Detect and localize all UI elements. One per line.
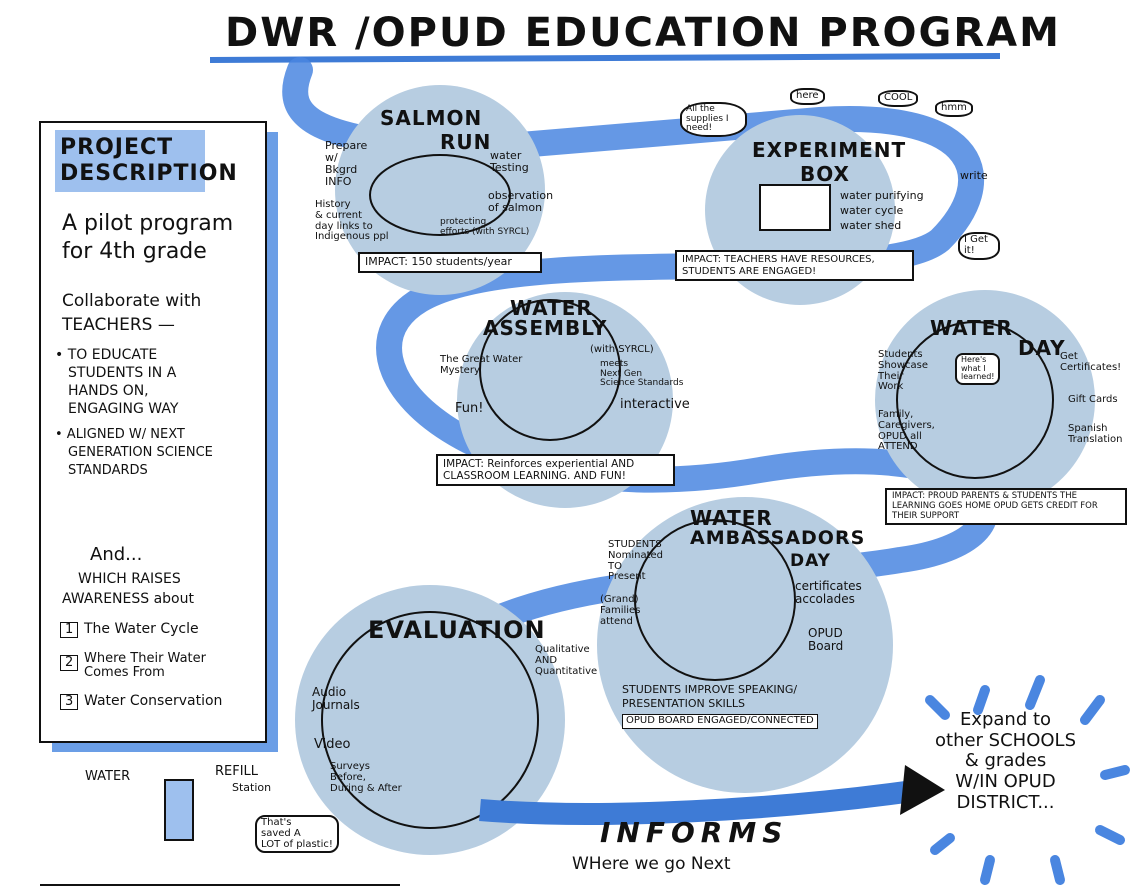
experiment-bubble-hmm: hmm	[935, 100, 973, 117]
project-bullet2-3: STANDARDS	[68, 463, 148, 478]
evaluation-title: EVALUATION	[368, 616, 546, 644]
project-item-3-num: 3	[60, 694, 79, 711]
project-bullet2-2: GENERATION SCIENCE	[68, 445, 213, 460]
project-item-1-num: 1	[60, 622, 79, 639]
waterday-gift: Gift Cards	[1068, 394, 1118, 405]
experiment-bubble-cool: COOL	[878, 90, 919, 107]
project-item-1: The Water Cycle	[84, 621, 199, 637]
title-underline	[209, 53, 1001, 63]
waterday-drawing	[896, 321, 1054, 479]
project-bullet2-1: • ALIGNED W/ NEXT	[55, 427, 185, 442]
project-bullet1-2: STUDENTS IN A	[68, 365, 177, 381]
refill-bubble: That's saved A LOT of plastic!	[255, 815, 339, 854]
waterday-showcase: Students Showcase Their Work	[878, 349, 928, 393]
project-item-3: Water Conservation	[84, 693, 223, 709]
ambassadors-title-1: WATER	[690, 506, 773, 530]
waterday-circle	[875, 290, 1095, 510]
assembly-mystery: The Great Water Mystery	[440, 354, 523, 376]
salmon-right-3: protecting efforts (with SYRCL)	[440, 217, 530, 237]
project-raises-1: WHICH RAISES	[78, 571, 181, 587]
page-title: DWR /OPUD EDUCATION PROGRAM	[225, 10, 1061, 56]
assembly-ngss: meets Next Gen Science Standards	[600, 359, 684, 389]
project-and: And...	[90, 544, 143, 565]
salmon-title-2: RUN	[440, 130, 492, 154]
waterday-impact: IMPACT: PROUD PARENTS & STUDENTS THE LEA…	[885, 488, 1127, 526]
waterday-spanish: Spanish Translation	[1068, 423, 1123, 445]
project-teachers: TEACHERS —	[62, 315, 175, 335]
project-item-2-num: 2	[60, 655, 79, 672]
project-heading-1: PROJECT	[60, 135, 174, 160]
ambassadors-title-3: DAY	[790, 551, 831, 571]
informs-arrow	[479, 779, 922, 825]
informs-label: INFORMS	[600, 816, 789, 849]
evaluation-circle	[295, 585, 565, 855]
expand-text: Expand to other SCHOOLS & grades W/IN OP…	[935, 709, 1076, 813]
experiment-bubble-here: here	[790, 88, 825, 105]
experiment-item-1: water purifying	[840, 189, 924, 202]
refill-station: Station	[232, 781, 272, 794]
evaluation-audio: Audio Journals	[312, 685, 360, 712]
salmon-right-1: water Testing	[490, 149, 529, 174]
experiment-title-2: BOX	[800, 162, 850, 186]
assembly-title-2: ASSEMBLY	[483, 316, 608, 340]
salmon-title-1: SALMON	[380, 106, 483, 130]
evaluation-surveys: Surveys Before, During & After	[330, 761, 402, 794]
experiment-bubble-supplies: All the supplies I need!	[680, 102, 747, 138]
ambassadors-impact-3: OPUD BOARD ENGAGED/CONNECTED	[622, 714, 818, 729]
salmon-drawing	[369, 154, 511, 236]
waterday-title-1: WATER	[930, 316, 1013, 340]
ambassadors-impact-1: STUDENTS IMPROVE SPEAKING/	[622, 683, 798, 696]
expand-burst	[925, 675, 1130, 885]
assembly-fun: Fun!	[455, 401, 484, 416]
ambassadors-impact-2: PRESENTATION SKILLS	[622, 697, 745, 710]
project-bullet1-3: HANDS ON,	[68, 383, 149, 399]
waterday-learned: Here's what I learned!	[955, 353, 1001, 385]
refill-water: WATER	[85, 769, 131, 784]
salmon-left-2: History & current day links to Indigenou…	[315, 199, 389, 243]
assembly-interactive: interactive	[620, 397, 690, 412]
ambassadors-certificates: certificates accolades	[795, 579, 862, 606]
project-item-2: Where Their Water Comes From	[84, 651, 206, 681]
ambassadors-families: (Grand) Families attend	[600, 594, 641, 627]
experiment-box-drawing	[759, 184, 831, 231]
refill-station-drawing	[164, 779, 194, 841]
experiment-item-2: water cycle	[840, 204, 904, 217]
waterday-title-2: DAY	[1018, 336, 1066, 360]
waterday-certificates: Get Certificates!	[1060, 351, 1122, 373]
ambassadors-board: OPUD Board	[808, 626, 844, 653]
assembly-impact: IMPACT: Reinforces experiential AND CLAS…	[436, 454, 675, 487]
ambassadors-drawing	[634, 519, 796, 681]
project-heading-fill	[55, 130, 205, 192]
evaluation-qual: Qualitative AND Quantitative	[535, 644, 598, 677]
ambassadors-nominated: STUDENTS Nominated TO Present	[608, 539, 664, 583]
project-heading-2: DESCRIPTION	[60, 161, 238, 186]
informs-arrowhead	[900, 765, 945, 815]
experiment-write: write	[960, 169, 988, 182]
salmon-circle	[335, 85, 545, 295]
experiment-item-3: water shed	[840, 219, 902, 232]
experiment-impact: IMPACT: TEACHERS HAVE RESOURCES, STUDENT…	[675, 250, 914, 281]
assembly-with: (with SYRCL)	[590, 344, 654, 355]
experiment-get-it: I Get it!	[958, 232, 1000, 260]
project-panel	[39, 121, 267, 743]
project-bullet1-1: • TO EDUCATE	[55, 347, 158, 363]
salmon-left-1: Prepare w/ Bkgrd INFO	[325, 139, 368, 188]
waterday-family: Family, Caregivers, OPUD all ATTEND	[878, 409, 935, 453]
salmon-right-2: observation of salmon	[488, 189, 554, 214]
project-collab: Collaborate with	[62, 291, 202, 311]
assembly-drawing	[479, 299, 621, 441]
project-grade: for 4th grade	[62, 239, 207, 264]
next-label: WHere we go Next	[572, 854, 731, 874]
evaluation-video: Video	[314, 737, 351, 752]
salmon-impact: IMPACT: 150 students/year	[358, 252, 542, 273]
ambassadors-title-2: AMBASSADORS	[690, 527, 866, 549]
assembly-title-1: WATER	[510, 296, 593, 320]
evaluation-drawing	[321, 611, 539, 829]
project-raises-2: AWARENESS about	[62, 591, 194, 607]
refill-refill: REFILL	[215, 764, 259, 779]
project-bullet1-4: ENGAGING WAY	[68, 401, 179, 417]
experiment-title-1: EXPERIMENT	[752, 138, 907, 162]
project-pilot: A pilot program	[62, 211, 234, 236]
